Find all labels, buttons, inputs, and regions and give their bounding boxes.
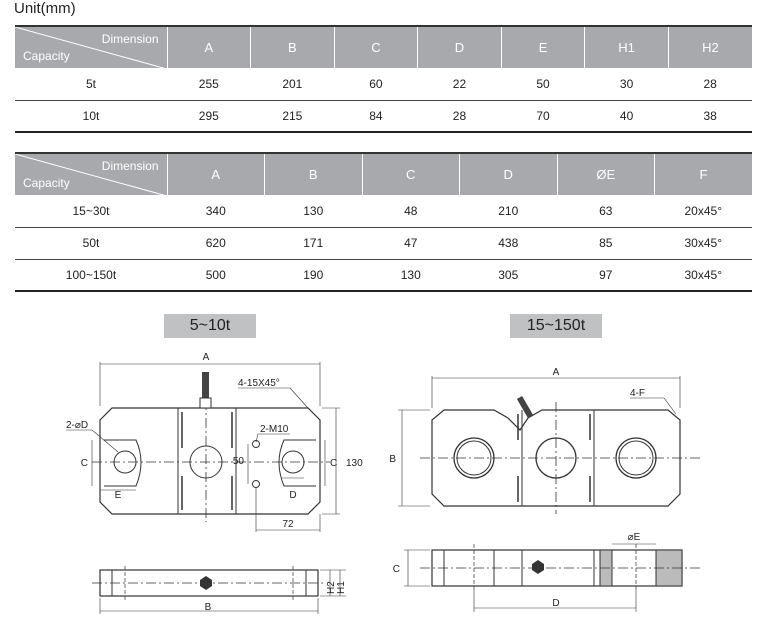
value-cell: 30x45° bbox=[654, 259, 752, 292]
value-cell: 48 bbox=[362, 195, 460, 228]
dim-label-130: 130 bbox=[346, 458, 363, 469]
dim-label-h2: H2 bbox=[326, 581, 337, 594]
value-cell: 171 bbox=[264, 227, 362, 260]
capacity-cell: 50t bbox=[15, 227, 167, 260]
left-top-view bbox=[66, 362, 340, 532]
value-cell: 340 bbox=[167, 195, 265, 228]
capacity-cell: 100~150t bbox=[15, 259, 167, 292]
dimension-label: Dimension bbox=[101, 159, 159, 173]
capacity-cell: 15~30t bbox=[15, 195, 167, 228]
value-cell: 40 bbox=[584, 100, 669, 133]
column-header: ØE bbox=[557, 153, 655, 195]
value-cell: 305 bbox=[459, 259, 557, 292]
value-cell: 84 bbox=[334, 100, 418, 133]
dim-label-c-right: C bbox=[330, 458, 337, 469]
value-cell: 50 bbox=[501, 68, 585, 101]
column-header: F bbox=[654, 153, 752, 195]
value-cell: 130 bbox=[264, 195, 362, 228]
table-row: 50t 620 171 47 438 85 30x45° bbox=[15, 227, 752, 260]
value-cell: 295 bbox=[167, 100, 251, 133]
model-tag-15-150t: 15~150t bbox=[510, 314, 602, 338]
value-cell: 210 bbox=[459, 195, 557, 228]
column-header: E bbox=[501, 26, 586, 68]
spec-table-5-10t: Dimension Capacity A B C D E H1 H2 5t 25… bbox=[15, 25, 752, 133]
capacity-label: Capacity bbox=[23, 49, 70, 63]
value-cell: 60 bbox=[334, 68, 418, 101]
value-cell: 85 bbox=[557, 227, 655, 260]
column-header: C bbox=[334, 26, 419, 68]
dim-label-thread: 2-M10 bbox=[260, 424, 289, 435]
column-header: D bbox=[459, 153, 558, 195]
dim-label-hole: 2-⌀D bbox=[66, 420, 88, 431]
value-cell: 201 bbox=[250, 68, 335, 101]
table-corner-header: Dimension Capacity bbox=[15, 153, 168, 196]
value-cell: 255 bbox=[167, 68, 251, 101]
value-cell: 130 bbox=[362, 259, 460, 292]
value-cell: 190 bbox=[264, 259, 362, 292]
dim-label-d-side: D bbox=[552, 598, 559, 609]
dim-label-a: A bbox=[203, 352, 210, 363]
column-header: B bbox=[250, 26, 335, 68]
left-side-view bbox=[92, 566, 346, 614]
value-cell: 22 bbox=[417, 68, 502, 101]
dim-label-f: 4-F bbox=[630, 388, 645, 399]
table-row: 15~30t 340 130 48 210 63 20x45° bbox=[15, 195, 752, 228]
capacity-label: Capacity bbox=[23, 176, 70, 190]
value-cell: 30 bbox=[584, 68, 669, 101]
right-top-view bbox=[398, 376, 700, 514]
column-header: C bbox=[362, 153, 460, 195]
table-row: 100~150t 500 190 130 305 97 30x45° bbox=[15, 259, 752, 292]
value-cell: 47 bbox=[362, 227, 460, 260]
value-cell: 38 bbox=[668, 100, 752, 133]
right-side-view bbox=[404, 543, 700, 612]
dim-label-e-side: ⌀E bbox=[628, 532, 641, 543]
value-cell: 620 bbox=[167, 227, 265, 260]
value-cell: 30x45° bbox=[654, 227, 752, 260]
dim-label-b-right: B bbox=[389, 454, 396, 465]
value-cell: 20x45° bbox=[654, 195, 752, 228]
spec-table-15-150t: Dimension Capacity A B C D ØE F 15~30t 3… bbox=[15, 152, 752, 292]
column-header: H1 bbox=[584, 26, 669, 68]
column-header: D bbox=[417, 26, 502, 68]
value-cell: 70 bbox=[501, 100, 585, 133]
dim-label-c-left: C bbox=[81, 458, 88, 469]
capacity-cell: 5t bbox=[15, 68, 167, 101]
value-cell: 438 bbox=[459, 227, 557, 260]
dim-label-e: E bbox=[115, 490, 122, 501]
value-cell: 28 bbox=[668, 68, 752, 101]
capacity-cell: 10t bbox=[15, 100, 167, 133]
value-cell: 215 bbox=[250, 100, 335, 133]
value-cell: 500 bbox=[167, 259, 265, 292]
dim-label-b: B bbox=[205, 602, 212, 613]
dim-label-c-side: C bbox=[393, 564, 400, 575]
left-top-view-labels: A 4-15X45° 2-⌀D 2-M10 C C 50 130 E D 72 bbox=[66, 352, 363, 530]
column-header: A bbox=[167, 153, 265, 195]
column-header: A bbox=[167, 26, 252, 68]
column-header: H2 bbox=[668, 26, 752, 68]
value-cell: 63 bbox=[557, 195, 655, 228]
dim-label-50: 50 bbox=[233, 456, 245, 467]
value-cell: 97 bbox=[557, 259, 655, 292]
dim-label-72: 72 bbox=[282, 519, 294, 530]
value-cell: 28 bbox=[417, 100, 502, 133]
table-row: 5t 255 201 60 22 50 30 28 bbox=[15, 68, 752, 101]
unit-label: Unit(mm) bbox=[14, 0, 76, 17]
dim-label-a-right: A bbox=[553, 367, 560, 378]
dimension-label: Dimension bbox=[101, 32, 159, 46]
model-tag-5-10t: 5~10t bbox=[164, 314, 256, 338]
dim-label-h1: H1 bbox=[336, 581, 347, 594]
dim-label-chamfer: 4-15X45° bbox=[238, 378, 280, 389]
table-row: 10t 295 215 84 28 70 40 38 bbox=[15, 100, 752, 133]
dim-label-d: D bbox=[289, 490, 296, 501]
table-corner-header: Dimension Capacity bbox=[15, 26, 168, 69]
column-header: B bbox=[264, 153, 363, 195]
